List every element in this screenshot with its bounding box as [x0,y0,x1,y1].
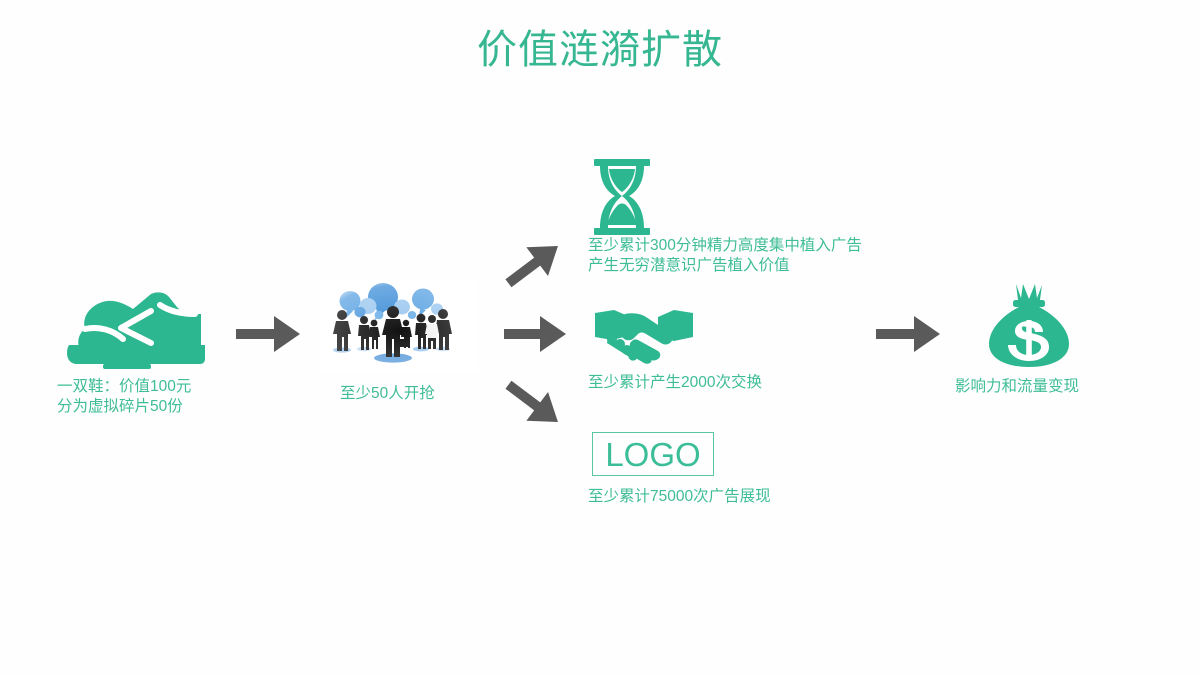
hourglass-icon [591,158,653,236]
stage-4-caption: 影响力和流量变现 [955,378,1080,395]
stage-2-caption: 至少50人开抢 [340,385,435,402]
stage-1-caption: 一双鞋：价值100元分为虚拟碎片50份 [57,377,191,417]
branch-a-caption: 至少累计300分钟精力高度集中植入广告产生无穷潜意识广告植入价值 [588,236,862,276]
logo-text: LOGO [605,435,701,473]
arrow-up-right-icon [491,223,577,305]
arrow-right-icon [234,308,304,360]
sneaker-icon [55,281,225,373]
crowd-people-icon [320,279,478,373]
branch-c-caption: 至少累计75000次广告展现 [588,488,771,505]
handshake-icon [594,303,694,365]
arrow-right-icon [502,308,570,360]
page-title: 价值涟漪扩散 [477,28,723,72]
branch-a-caption-line-1: 至少累计300分钟精力高度集中植入广告 [588,237,862,254]
arrow-right-icon [874,308,944,360]
stage-1-caption-line-1: 一双鞋：价值100元 [57,378,192,395]
branch-a-caption-line-2: 产生无穷潜意识广告植入价值 [588,257,790,274]
arrow-down-right-icon [491,363,577,445]
logo-box-icon: LOGO [592,432,714,476]
stage-1-caption-line-2: 分为虚拟碎片50份 [57,398,183,415]
money-bag-icon [983,282,1075,370]
branch-b-caption: 至少累计产生2000次交换 [588,374,762,391]
